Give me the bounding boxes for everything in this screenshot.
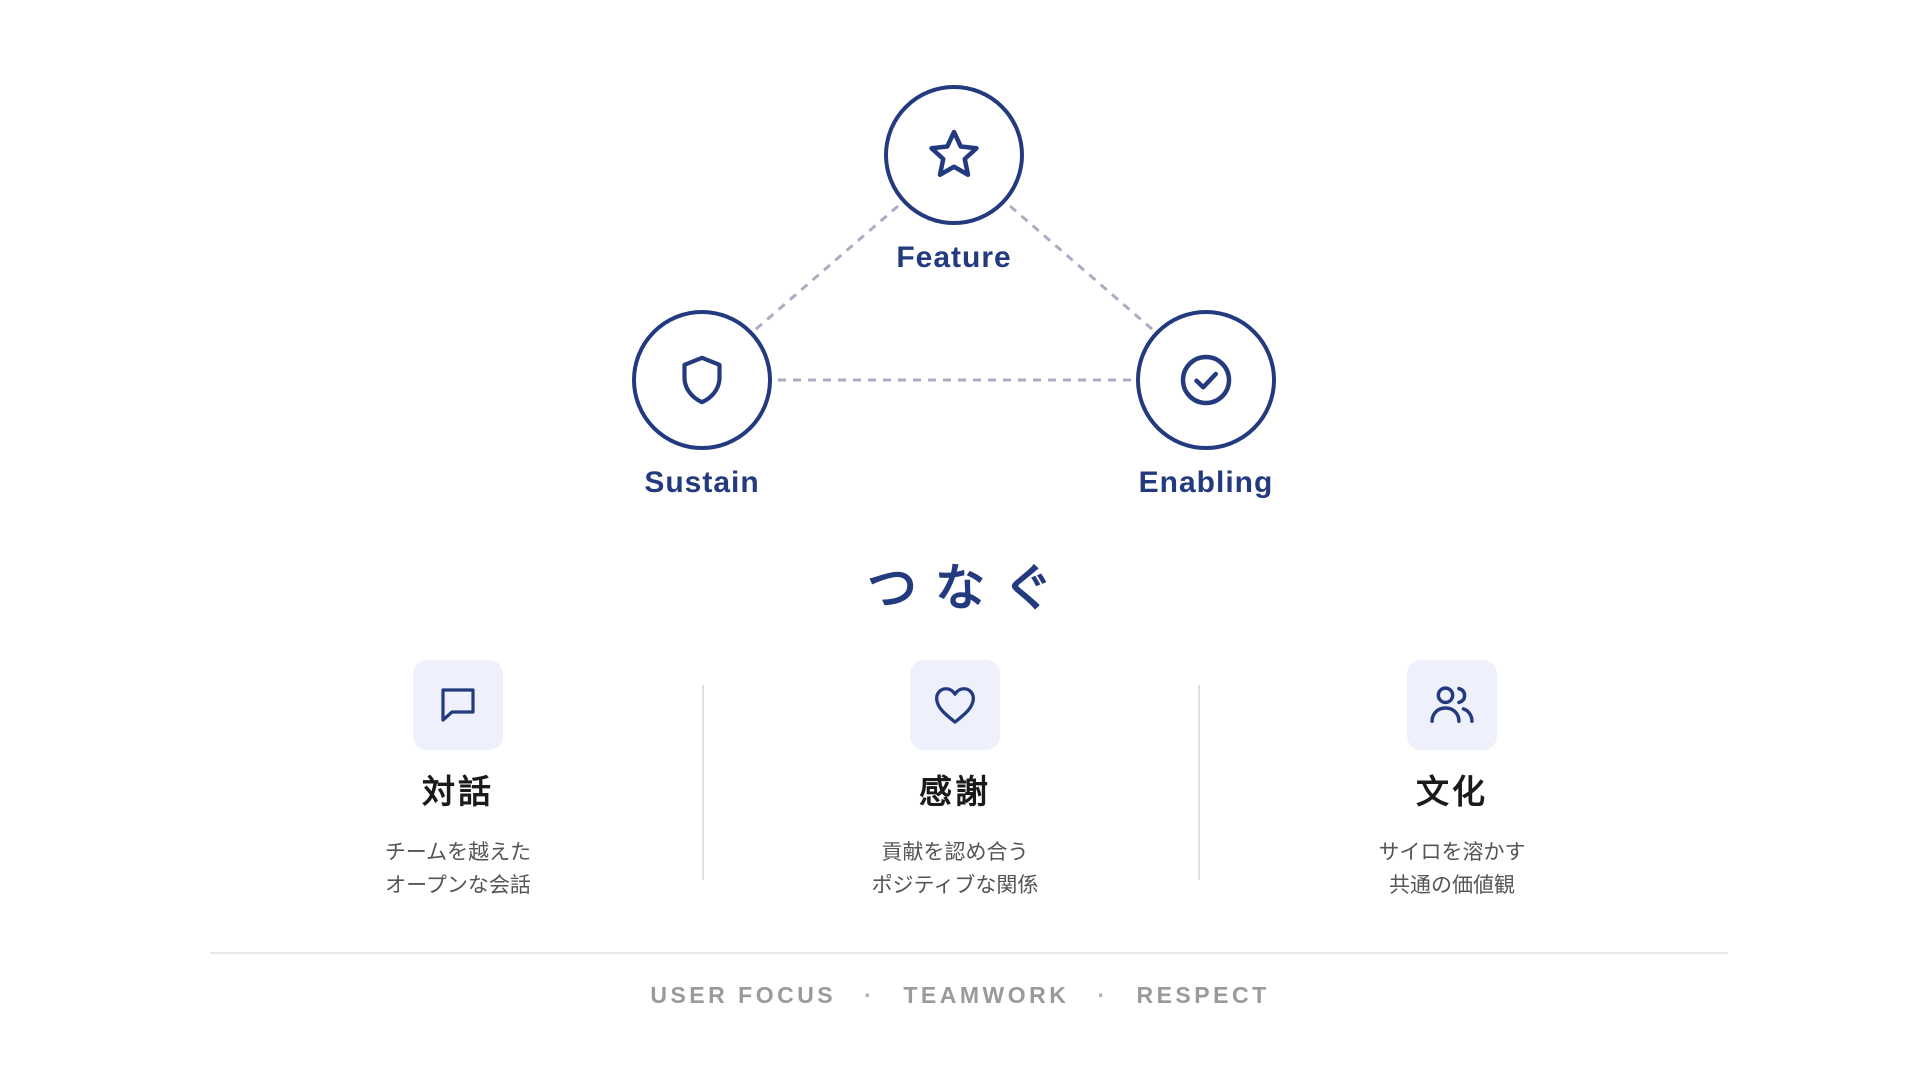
- sustain-label: Sustain: [644, 466, 760, 499]
- feature-label: Feature: [896, 241, 1012, 274]
- feature-node: [884, 85, 1024, 225]
- horizontal-divider: [210, 952, 1728, 954]
- vertical-divider: [1198, 685, 1200, 880]
- footer-value-teamwork: TEAMWORK: [903, 982, 1070, 1008]
- check-circle-icon: [1180, 354, 1232, 406]
- vertical-divider: [702, 685, 704, 880]
- users-icon: [1430, 686, 1474, 723]
- pillar-culture: 文化 サイロを溶かす 共通の価値観: [1302, 660, 1602, 902]
- footer-values: USER FOCUS · TEAMWORK · RESPECT: [0, 982, 1920, 1009]
- pillar-description: サイロを溶かす 共通の価値観: [1378, 840, 1526, 897]
- footer-separator: ·: [1097, 982, 1109, 1008]
- pillar-title: 文化: [1416, 772, 1488, 811]
- connector-feature-sustain: [754, 204, 899, 332]
- sustain-node: [632, 310, 772, 450]
- footer-value-respect: RESPECT: [1136, 982, 1270, 1008]
- connector-feature-enabling: [1009, 204, 1154, 332]
- enabling-label: Enabling: [1138, 466, 1274, 499]
- pillar-icon-box: [1407, 660, 1497, 750]
- star-icon: [929, 129, 979, 177]
- main-heading: つなぐ: [867, 559, 1071, 617]
- pillar-icon-box: [413, 660, 503, 750]
- pillar-icon-box: [910, 660, 1000, 750]
- shield-icon: [682, 355, 722, 405]
- pillar-title: 対話: [422, 772, 494, 811]
- footer-value-user-focus: USER FOCUS: [650, 982, 837, 1008]
- pillar-description: 貢献を認め合う ポジティブな関係: [871, 840, 1039, 897]
- pillar-title: 感謝: [919, 772, 991, 811]
- pillar-gratitude: 感謝 貢献を認め合う ポジティブな関係: [805, 660, 1105, 902]
- chat-bubble-icon: [441, 688, 475, 722]
- pillar-description: チームを越えた オープンな会話: [384, 840, 532, 897]
- heart-icon: [935, 687, 975, 724]
- pillar-dialogue: 対話 チームを越えた オープンな会話: [308, 660, 608, 902]
- footer-separator: ·: [864, 982, 876, 1008]
- enabling-node: [1136, 310, 1276, 450]
